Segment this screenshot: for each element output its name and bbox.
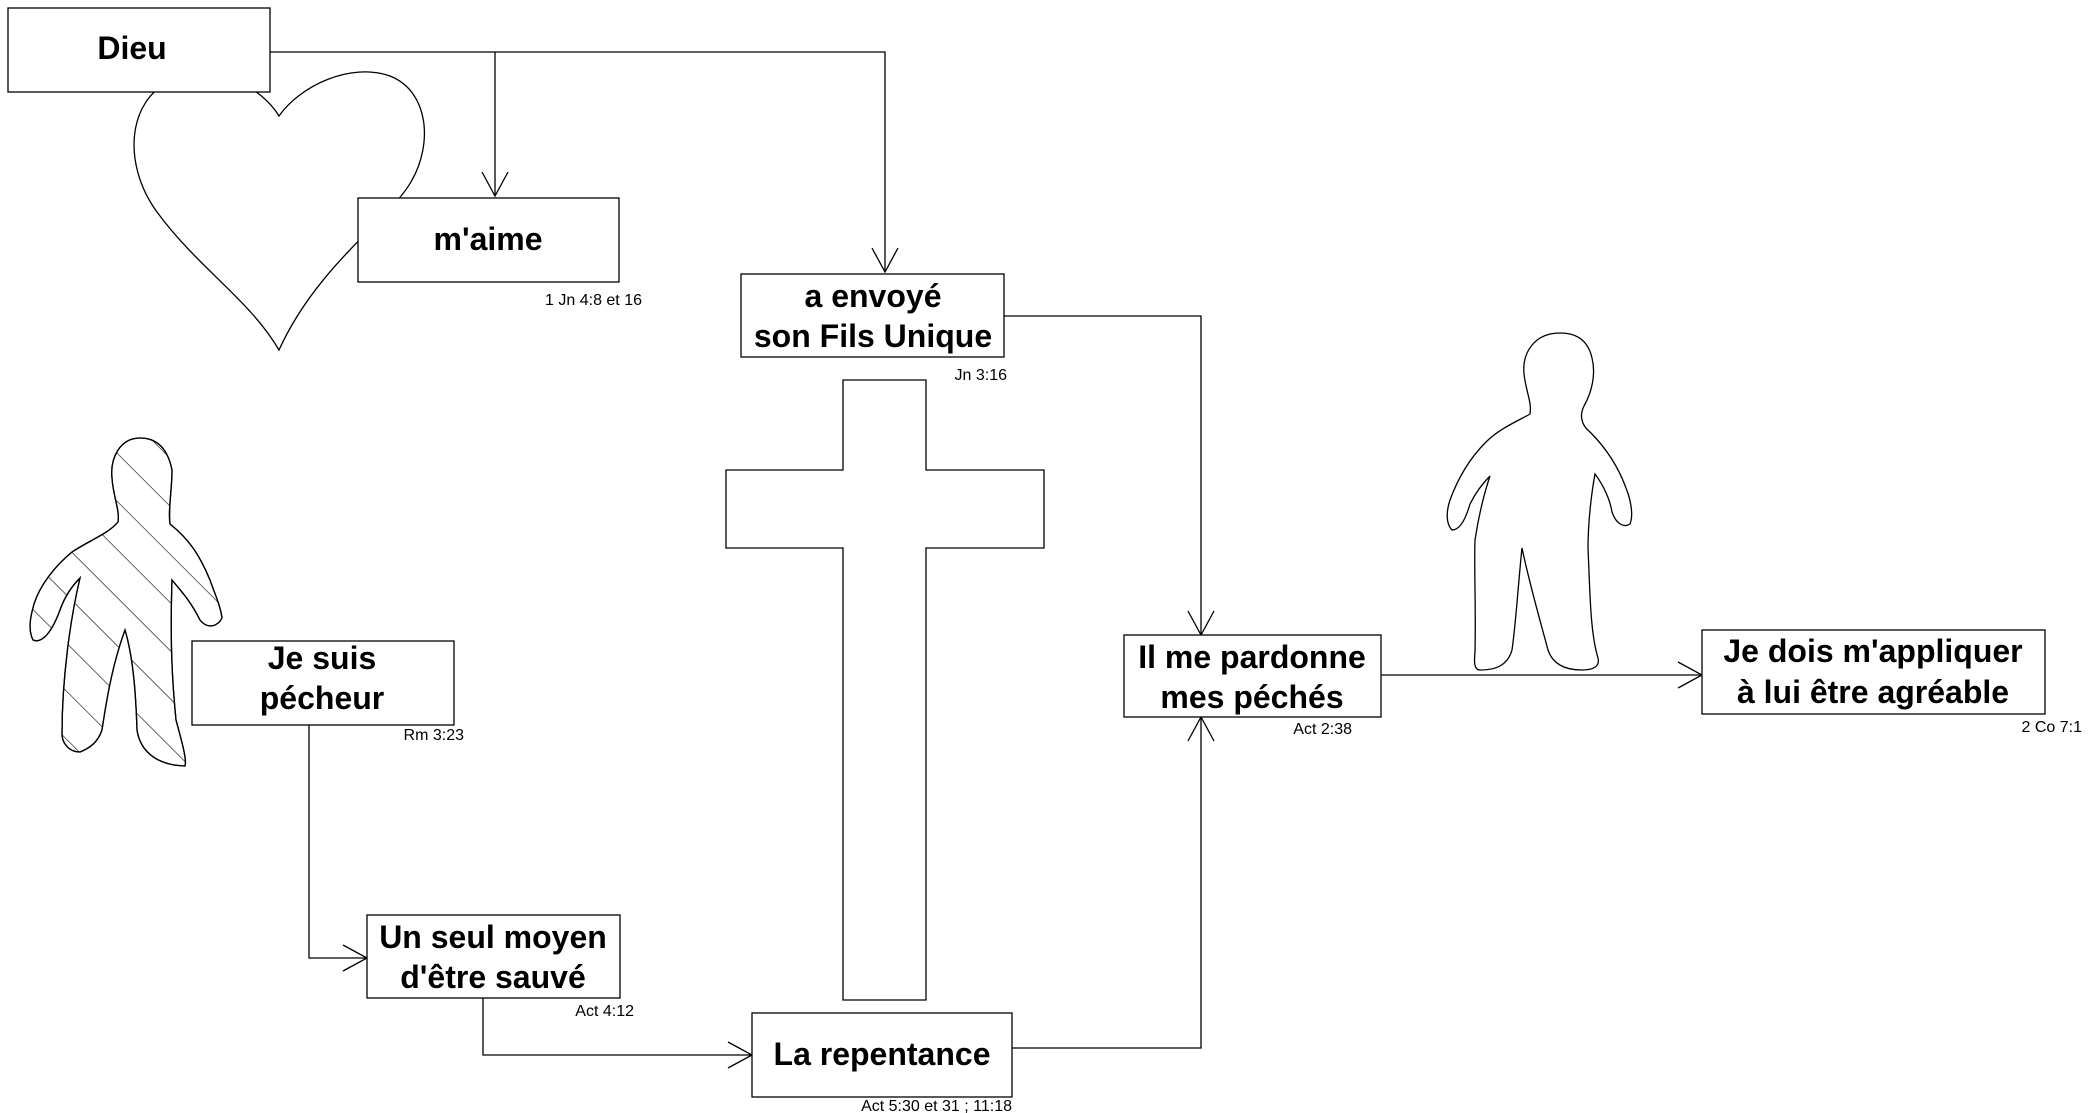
connector-envoye-pardonne [1004,315,1202,635]
node-pardonne-line2: mes péchés [1160,679,1343,715]
node-appliquer-line2: à lui être agréable [1737,674,2009,710]
node-envoye-ref: Jn 3:16 [955,367,1008,384]
forgiven-figure-icon [1446,332,1633,671]
connector-repentance-pardonne [1012,717,1202,1049]
node-appliquer-line1: Je dois m'appliquer [1723,633,2022,669]
node-pardonne-line1: Il me pardonne [1138,639,1366,675]
node-repentance: La repentance Act 5:30 et 31 ; 11:18 [751,1012,1013,1113]
node-aime-label: m'aime [434,221,543,257]
node-envoye-line2: son Fils Unique [754,318,992,354]
node-dieu-label: Dieu [97,30,166,66]
arrowhead-envoye [871,247,899,274]
node-aime-ref: 1 Jn 4:8 et 16 [545,292,642,309]
connector-moyen-repentance [482,998,752,1056]
connector-dieu-envoye [495,51,886,272]
connector-pecheur-moyen [308,725,367,959]
node-moyen-line1: Un seul moyen [379,919,607,955]
node-pecheur: Je suis pécheur Rm 3:23 [191,640,465,744]
node-pecheur-line2: pécheur [260,680,384,716]
node-envoye: a envoyé son Fils Unique Jn 3:16 [740,273,1008,384]
arrowhead-aime [481,171,509,198]
cross-icon [725,379,1045,1001]
node-moyen-ref: Act 4:12 [575,1003,634,1020]
node-repentance-ref: Act 5:30 et 31 ; 11:18 [861,1098,1012,1113]
node-appliquer-ref: 2 Co 7:1 [2022,719,2083,736]
node-pecheur-line1: Je suis [268,640,377,676]
node-pardonne-ref: Act 2:38 [1293,721,1352,738]
node-moyen-line2: d'être sauvé [400,959,585,995]
node-pecheur-ref: Rm 3:23 [404,727,465,744]
node-moyen: Un seul moyen d'être sauvé Act 4:12 [366,914,634,1020]
node-envoye-line1: a envoyé [805,278,942,314]
node-repentance-label: La repentance [774,1036,991,1072]
node-aime: m'aime 1 Jn 4:8 et 16 [357,197,642,309]
heart-icon [133,71,426,352]
node-pardonne: Il me pardonne mes péchés Act 2:38 [1123,634,1382,738]
node-dieu: Dieu [7,7,271,93]
node-appliquer: Je dois m'appliquer à lui être agréable … [1701,629,2083,736]
sinner-figure-icon [29,437,223,767]
